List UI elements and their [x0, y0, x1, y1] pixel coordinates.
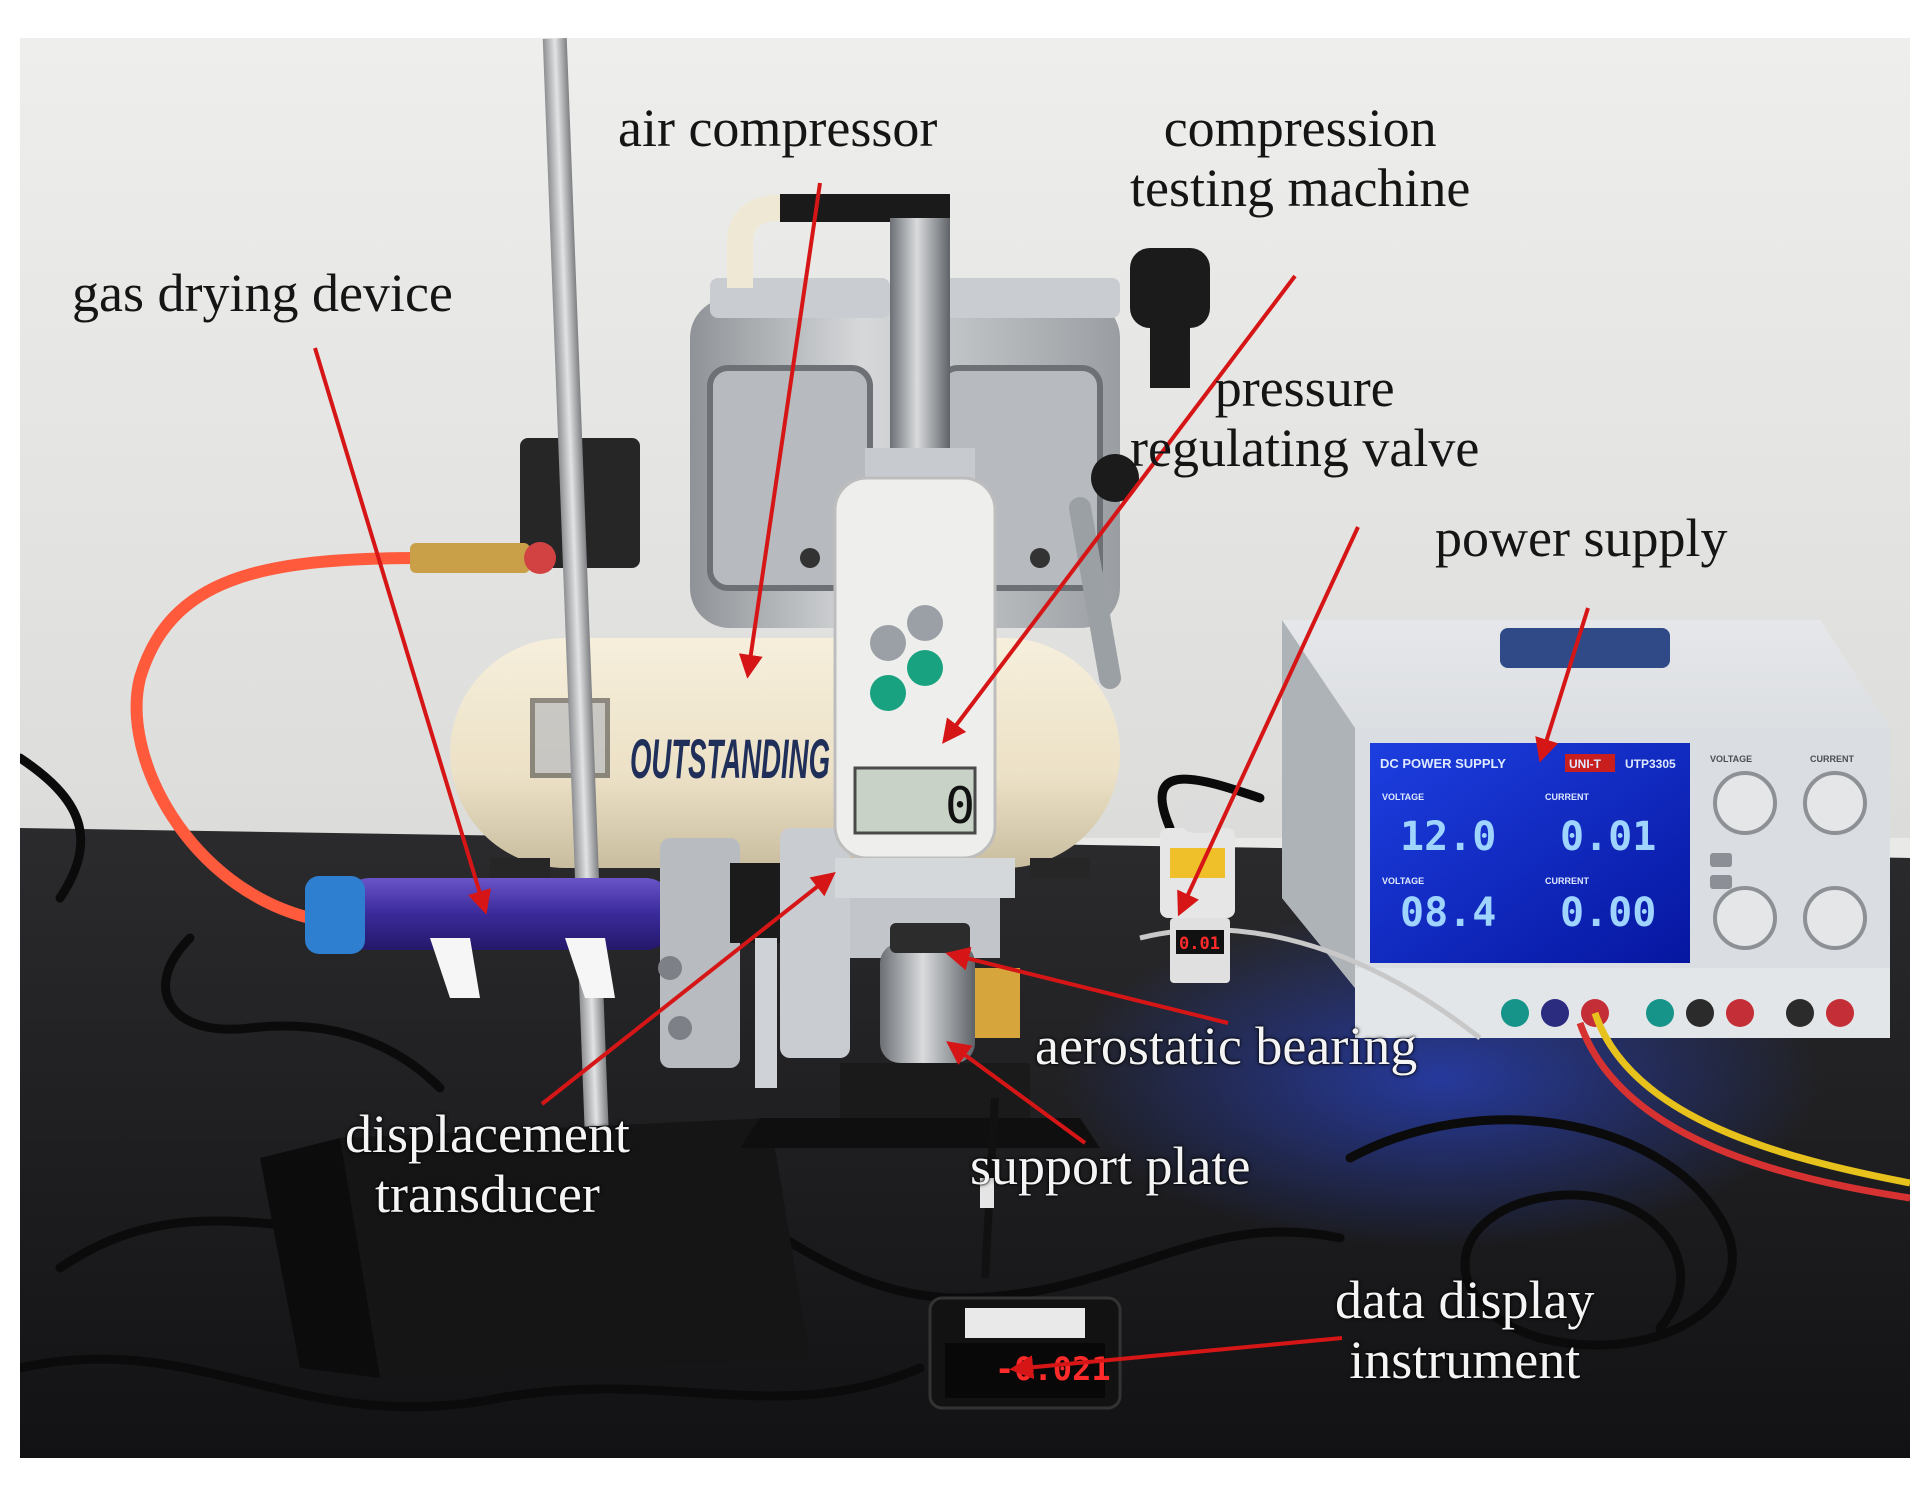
- arrow-compression-testing-machine: [942, 274, 1297, 744]
- stand-base: [340, 1118, 810, 1378]
- brass-fitting: [410, 543, 530, 573]
- arrow-aerostatic-bearing: [945, 946, 1229, 1025]
- label-compression-testing-machine: compression testing machine: [1130, 98, 1470, 219]
- ch1-current-caption: CURRENT: [1545, 792, 1590, 802]
- compression-testing-machine: 0: [833, 218, 1015, 958]
- arrow-data-display-instrument: [1009, 1336, 1343, 1380]
- lab-setup-photo: OUTSTANDING: [20, 38, 1910, 1458]
- ch2-voltage-caption: VOLTAGE: [1382, 876, 1424, 886]
- psu-title: DC POWER SUPPLY: [1380, 756, 1506, 771]
- label-displacement-line1: displacement: [345, 1104, 630, 1164]
- photo-frame: OUTSTANDING: [20, 38, 1910, 1458]
- data-display-instrument: -0.021: [928, 1296, 1122, 1410]
- arrow-power-supply: [1535, 607, 1590, 763]
- ch1-voltage-readout: 12.0: [1400, 814, 1496, 860]
- label-support-plate: support plate: [970, 1136, 1251, 1196]
- psu-screen: [1370, 743, 1690, 963]
- label-displacement-transducer: displacement transducer: [345, 1104, 630, 1225]
- label-air-compressor: air compressor: [618, 98, 938, 158]
- psu-model: UTP3305: [1625, 757, 1676, 771]
- knob-voltage-caption: VOLTAGE: [1710, 754, 1752, 764]
- annotation-arrows: [313, 182, 1590, 1380]
- support-plate: [740, 1063, 1100, 1148]
- ch2-current-caption: CURRENT: [1545, 876, 1590, 886]
- label-data-display-line1: data display: [1335, 1270, 1595, 1330]
- label-gas-drying-device: gas drying device: [72, 263, 453, 323]
- regulator-readout: 0.01: [1179, 934, 1220, 954]
- gas-drying-device: [305, 876, 675, 998]
- aerostatic-bearing: [880, 923, 1020, 1063]
- knob-current-caption: CURRENT: [1810, 754, 1855, 764]
- psu-brand: UNI-T: [1569, 757, 1602, 771]
- force-gauge-readout: 0: [945, 777, 975, 835]
- label-power-supply: power supply: [1435, 508, 1728, 568]
- label-aerostatic-bearing: aerostatic bearing: [1035, 1016, 1418, 1076]
- data-display-readout: -0.021: [995, 1350, 1111, 1388]
- arrow-displacement-transducer: [540, 872, 836, 1106]
- arrow-pressure-regulating-valve: [1177, 526, 1360, 917]
- label-pressure-regulating-valve: pressure regulating valve: [1130, 358, 1479, 479]
- ch2-voltage-readout: 08.4: [1400, 890, 1496, 936]
- label-data-display-line2: instrument: [1349, 1330, 1581, 1391]
- arrow-air-compressor: [738, 182, 822, 679]
- current-knob: [1803, 771, 1867, 835]
- voltage-knob: [1713, 771, 1777, 835]
- label-data-display-instrument: data display instrument: [1335, 1270, 1594, 1391]
- label-pressure-line2: regulating valve: [1130, 418, 1480, 479]
- label-compression-line2: testing machine: [1130, 158, 1471, 219]
- arrow-gas-drying-device: [313, 347, 491, 915]
- ch2-current-readout: 0.00: [1560, 890, 1656, 936]
- compressor-brand: OUTSTANDING: [630, 727, 830, 790]
- power-supply: DC POWER SUPPLY UNI-T UTP3305 VOLTAGE CU…: [1282, 620, 1890, 1038]
- output-terminals: [1355, 968, 1890, 1038]
- arrow-support-plate: [946, 1041, 1087, 1145]
- air-hose: [130, 552, 421, 924]
- label-displacement-line2: transducer: [375, 1164, 600, 1225]
- ch1-voltage-caption: VOLTAGE: [1382, 792, 1424, 802]
- ch1-current-readout: 0.01: [1560, 814, 1656, 860]
- label-compression-line1: compression: [1163, 98, 1437, 158]
- label-pressure-line1: pressure: [1214, 358, 1395, 418]
